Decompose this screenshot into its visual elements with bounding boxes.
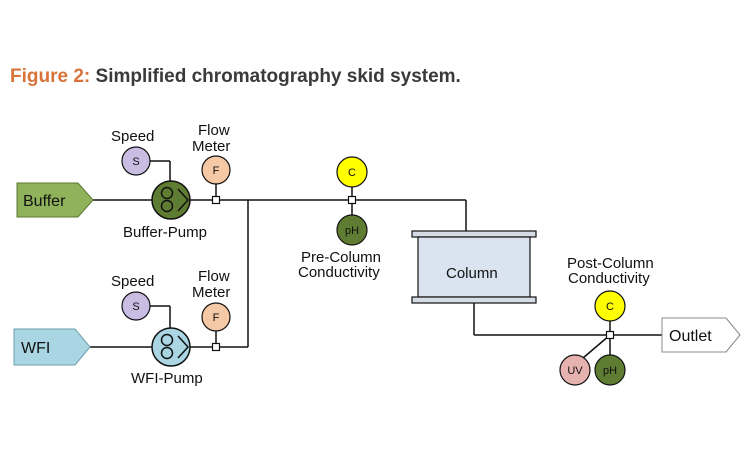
- wfi-flow-junction: [211, 342, 221, 352]
- wfi-flow-label-1: Flow: [198, 268, 230, 285]
- outlet-label: Outlet: [669, 328, 712, 345]
- pre-column-label-1: Pre-Column: [301, 249, 381, 266]
- wfi-inlet: WFI: [13, 328, 91, 366]
- pre-ph-sensor-label: pH: [345, 225, 359, 237]
- buffer-flow-label-1: Flow: [198, 122, 230, 139]
- post-c-sensor-label: C: [606, 301, 614, 313]
- buffer-flow-junction: [211, 195, 221, 205]
- buffer-pump: [151, 180, 191, 220]
- figure-label: Figure 2:: [10, 66, 91, 87]
- column: Column: [411, 230, 537, 304]
- buffer-speed-label: Speed: [111, 128, 154, 145]
- outlet: Outlet: [661, 317, 741, 353]
- wfi-flow-sensor-label: F: [213, 312, 220, 324]
- pre-column-label-2: Conductivity: [298, 264, 380, 281]
- pre-column-ph-sensor: pH: [336, 214, 368, 246]
- buffer-pump-impeller-top: [160, 186, 174, 200]
- column-label: Column: [446, 265, 498, 282]
- wfi-flow-label-2: Meter: [192, 284, 230, 301]
- pre-c-sensor-label: C: [348, 167, 356, 179]
- buffer-flow-sensor-label: F: [213, 165, 220, 177]
- column-body: [417, 236, 531, 298]
- post-ph-sensor-label: pH: [603, 365, 617, 377]
- post-column-uv-sensor: UV: [559, 354, 591, 386]
- wfi-pump-label: WFI-Pump: [131, 370, 203, 387]
- column-bottom-plate: [411, 296, 537, 304]
- wfi-pump-impeller-top: [160, 333, 174, 347]
- buffer-speed-sensor-label: S: [132, 156, 139, 168]
- post-uv-sensor-label: UV: [567, 365, 583, 377]
- post-column-label-2: Conductivity: [568, 270, 650, 287]
- post-column-conductivity-sensor: C: [594, 290, 626, 322]
- buffer-inlet: Buffer: [16, 182, 94, 218]
- column-top-plate: [411, 230, 537, 238]
- wfi-speed-sensor-label: S: [132, 301, 139, 313]
- wfi-flow-sensor: F: [201, 302, 231, 332]
- buffer-flow-label-2: Meter: [192, 138, 230, 155]
- wfi-pump: [151, 327, 191, 367]
- process-lines: [90, 160, 662, 359]
- post-column-junction: [605, 330, 615, 340]
- buffer-speed-sensor: S: [121, 146, 151, 176]
- buffer-inlet-label: Buffer: [23, 193, 66, 210]
- buffer-pump-impeller-bottom: [160, 199, 174, 213]
- post-column-label-1: Post-Column: [567, 255, 654, 272]
- pre-column-conductivity-sensor: C: [336, 156, 368, 188]
- wfi-pump-impeller-bottom: [160, 346, 174, 360]
- wfi-speed-label: Speed: [111, 273, 154, 290]
- wfi-speed-sensor: S: [121, 291, 151, 321]
- wfi-inlet-label: WFI: [21, 340, 50, 357]
- buffer-pump-label: Buffer-Pump: [123, 224, 207, 241]
- figure-title: Simplified chromatography skid system.: [95, 66, 461, 87]
- post-uv-tap: [582, 334, 611, 359]
- buffer-flow-sensor: F: [201, 155, 231, 185]
- pre-column-junction: [347, 195, 357, 205]
- post-column-ph-sensor: pH: [594, 354, 626, 386]
- figure-caption: Figure 2: Simplified chromatography skid…: [10, 66, 461, 88]
